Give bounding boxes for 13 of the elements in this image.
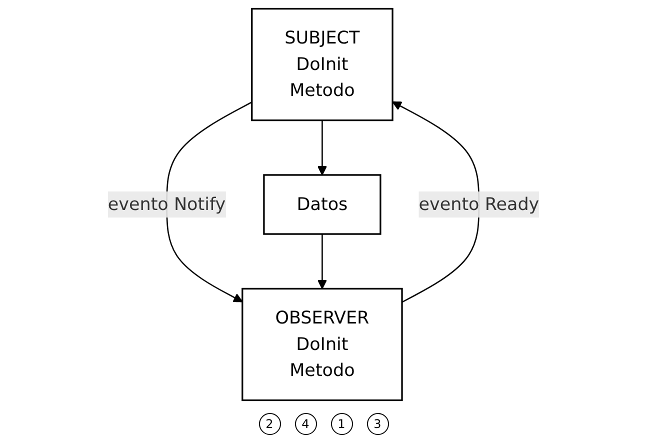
callout-number: 1 [330, 413, 352, 435]
arrow [317, 234, 328, 290]
node-box: OBSERVER DoInit Metodo [242, 288, 403, 402]
node-box: SUBJECT DoInit Metodo [251, 8, 394, 122]
callout-number: 2 [258, 413, 280, 435]
arrow [392, 101, 480, 303]
node-box: Datos [263, 174, 382, 235]
edge-label: evento Notify [108, 194, 226, 214]
edge-label: evento Ready [418, 194, 540, 214]
callout-number: 4 [294, 413, 316, 435]
callout-number: 3 [366, 413, 388, 435]
arrow [317, 120, 328, 176]
arrow [166, 102, 252, 302]
